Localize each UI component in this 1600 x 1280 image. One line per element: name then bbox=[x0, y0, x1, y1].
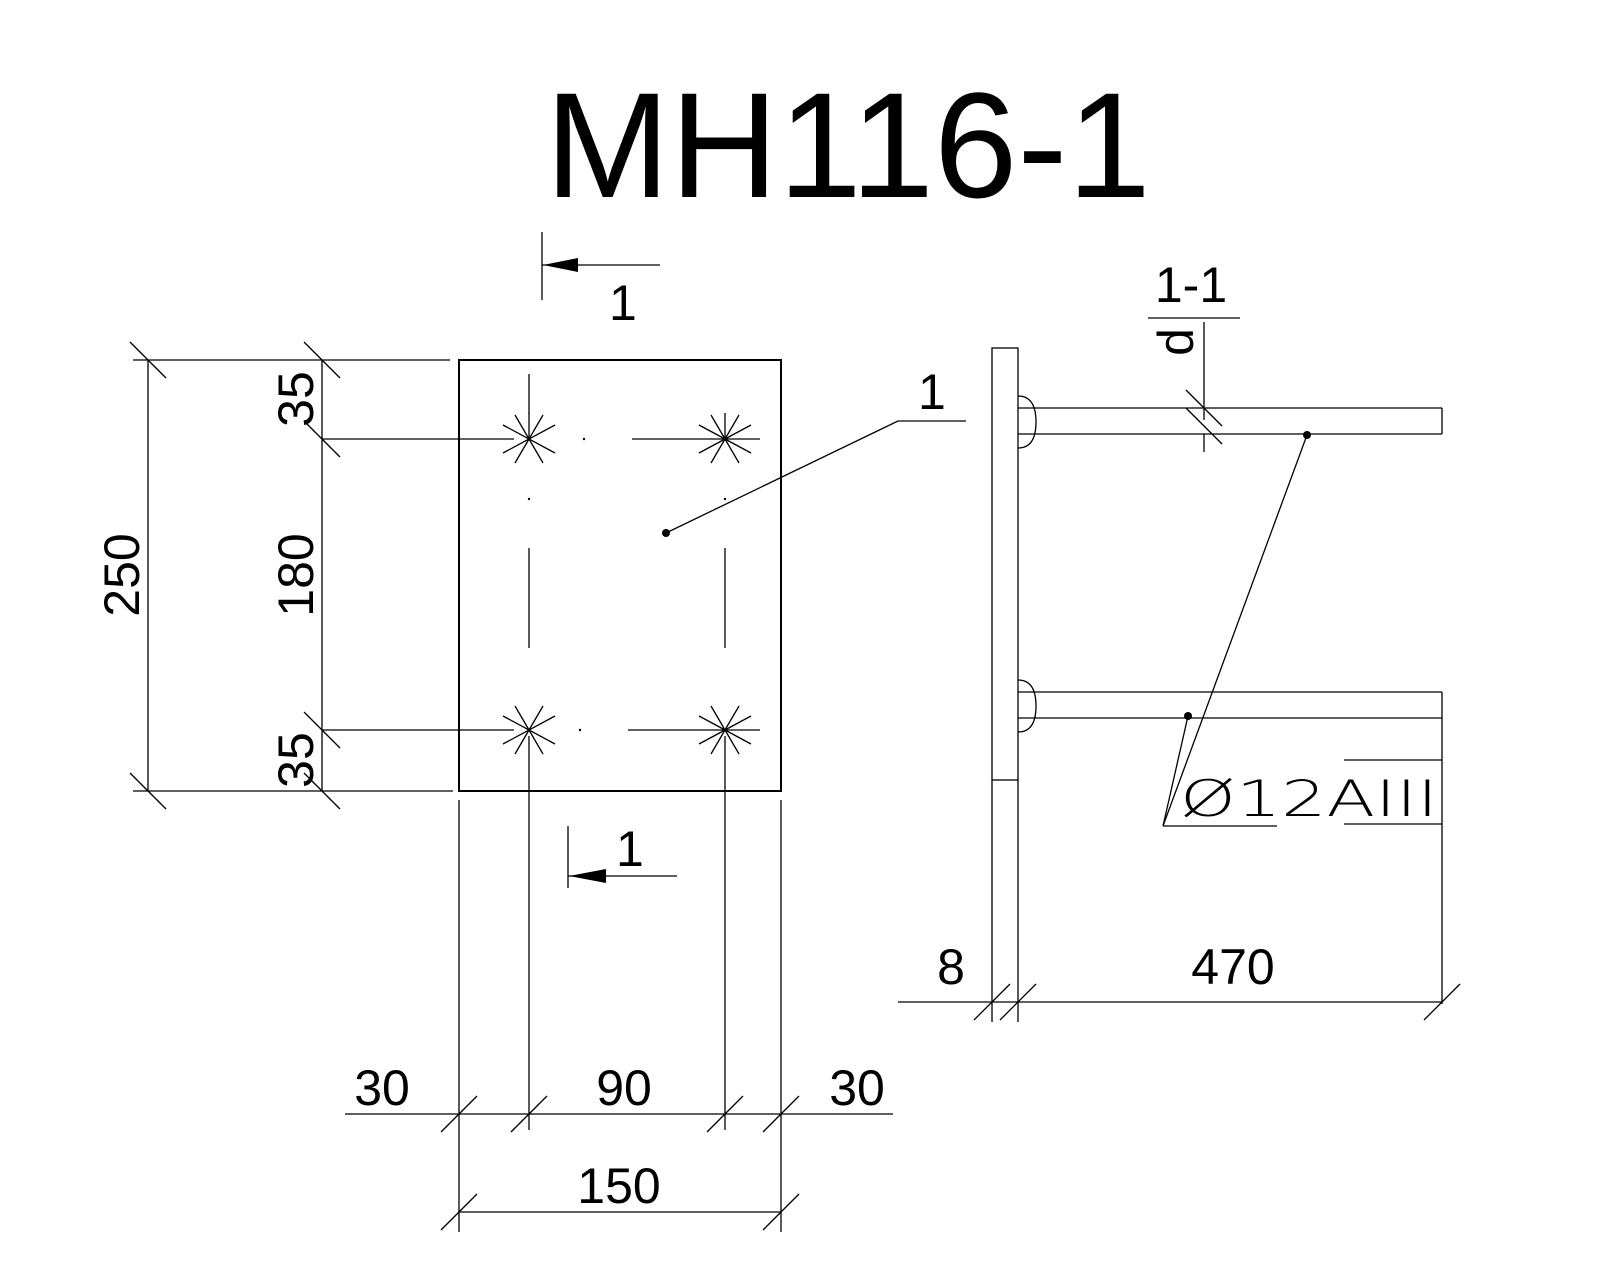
dim-edge-bottom: 35 bbox=[268, 732, 324, 788]
bar-diameter-label: d bbox=[1148, 328, 1204, 356]
anchor-centerlines bbox=[528, 374, 760, 731]
section-cut-top: 1 bbox=[541, 232, 660, 331]
dim-plate-thickness: 8 bbox=[937, 939, 965, 995]
section-cut-bottom: 1 bbox=[567, 821, 677, 888]
section-cut-bottom-label: 1 bbox=[616, 821, 644, 877]
rebar-callout: Ø12AIII bbox=[1162, 431, 1442, 828]
dim-plate-width: 150 bbox=[577, 1158, 660, 1214]
anchor-symbol-top-left bbox=[502, 413, 556, 464]
dim-bar-length: 470 bbox=[1191, 939, 1274, 995]
anchor-symbol-bottom-right bbox=[698, 705, 752, 755]
anchor-symbol-top-right bbox=[698, 413, 752, 464]
rebar-spec-label: Ø12AIII bbox=[1180, 770, 1438, 828]
section-view: 1-1 d bbox=[898, 257, 1461, 1022]
section-cut-top-label: 1 bbox=[609, 275, 637, 331]
dim-anchor-spacing-horizontal: 90 bbox=[596, 1060, 652, 1116]
section-dimensions: 8 470 bbox=[898, 780, 1461, 1022]
dim-plate-height: 250 bbox=[94, 533, 150, 616]
anchor-symbol-bottom-left bbox=[502, 705, 556, 755]
dim-anchor-spacing-vertical: 180 bbox=[268, 533, 324, 616]
section-view-label: 1-1 bbox=[1155, 257, 1227, 313]
section-plate bbox=[991, 347, 1019, 781]
anchor-bar-bottom bbox=[1017, 679, 1443, 1004]
dim-edge-top: 35 bbox=[268, 371, 324, 427]
vertical-dimensions: 250 180 35 35 bbox=[94, 341, 514, 810]
part-callout: 1 bbox=[662, 364, 966, 537]
part-number-label: 1 bbox=[918, 364, 946, 420]
drawing-title: MH116-1 bbox=[545, 61, 1151, 229]
embed-plate-outline bbox=[458, 359, 782, 792]
front-view: 1 1 1 bbox=[94, 232, 966, 1232]
bar-diameter-marker: d bbox=[1148, 322, 1223, 452]
horizontal-dimensions: 30 90 30 150 bbox=[345, 736, 893, 1232]
dim-edge-right: 30 bbox=[829, 1060, 885, 1116]
anchor-bar-top bbox=[1017, 395, 1443, 449]
dim-edge-left: 30 bbox=[354, 1060, 410, 1116]
centerline-dots bbox=[527, 437, 727, 732]
